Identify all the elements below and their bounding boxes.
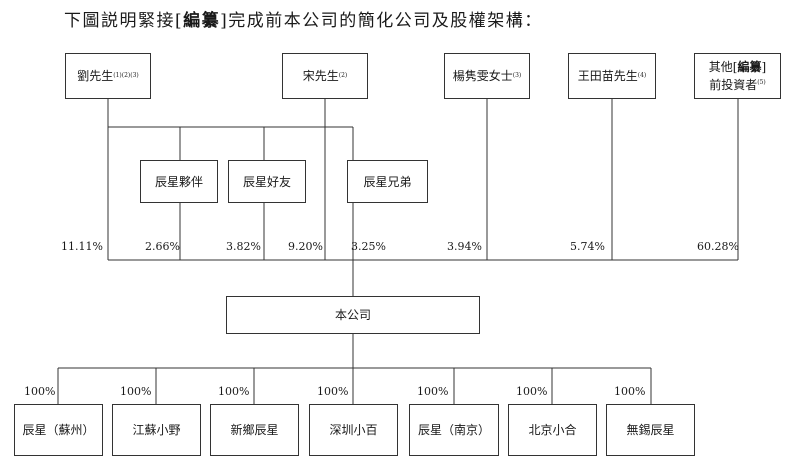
shareholder-others: 其他[編纂] 前投資者(5)	[694, 53, 781, 99]
platform-partners: 辰星夥伴	[140, 160, 218, 203]
platform-friends: 辰星好友	[228, 160, 306, 203]
pct-sub-shenzhen: 100%	[317, 385, 349, 398]
subsidiary-nanjing: 辰星（南京）	[409, 404, 499, 456]
pct-yang: 3.94%	[447, 240, 482, 253]
pct-sub-nanjing: 100%	[417, 385, 449, 398]
pct-brothers: 3.25%	[351, 240, 386, 253]
subsidiary-beijing: 北京小合	[508, 404, 597, 456]
subsidiary-jiangsu: 江蘇小野	[112, 404, 201, 456]
pct-liu: 11.11%	[61, 240, 103, 253]
pct-others: 60.28%	[697, 240, 739, 253]
pct-wang: 5.74%	[570, 240, 605, 253]
pct-song: 9.20%	[288, 240, 323, 253]
company-box: 本公司	[226, 296, 480, 334]
pct-sub-suzhou: 100%	[24, 385, 56, 398]
subsidiary-shenzhen: 深圳小百	[309, 404, 398, 456]
pct-sub-jiangsu: 100%	[120, 385, 152, 398]
redacted-mark: 編纂	[183, 11, 221, 31]
shareholder-liu: 劉先生(1)(2)(3)	[65, 53, 151, 99]
shareholder-wang: 王田苗先生(4)	[568, 53, 656, 99]
subsidiary-suzhou: 辰星（蘇州）	[14, 404, 103, 456]
pct-sub-wuxi: 100%	[614, 385, 646, 398]
chart-heading: 下圖説明緊接[編纂]完成前本公司的簡化公司及股權架構：	[64, 11, 543, 31]
subsidiary-xinxiang: 新鄉辰星	[210, 404, 299, 456]
platform-brothers: 辰星兄弟	[347, 160, 428, 203]
subsidiary-wuxi: 無錫辰星	[606, 404, 695, 456]
pct-sub-xinxiang: 100%	[218, 385, 250, 398]
pct-sub-beijing: 100%	[516, 385, 548, 398]
shareholder-song: 宋先生(2)	[282, 53, 368, 99]
pct-partners: 2.66%	[145, 240, 180, 253]
shareholder-yang: 楊隽雯女士(3)	[444, 53, 530, 99]
pct-friends: 3.82%	[226, 240, 261, 253]
